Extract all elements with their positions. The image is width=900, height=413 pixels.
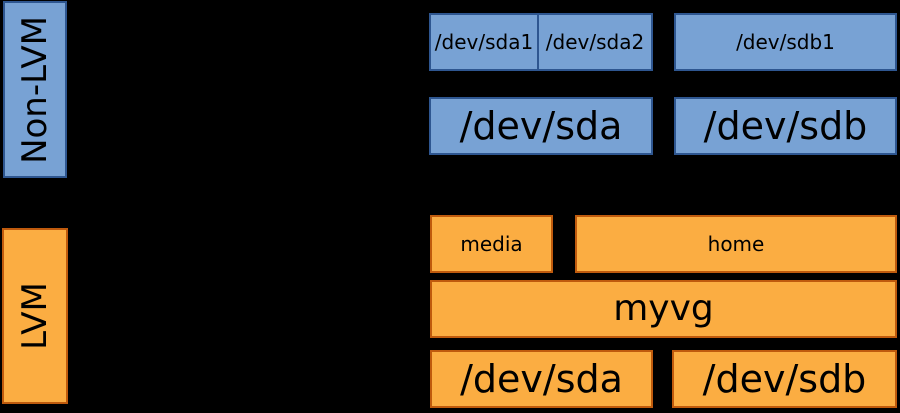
physical-volume-label: /dev/sda [460,357,623,401]
logical-volume-label: media [460,232,523,256]
volume-group-box-myvg: myvg [430,280,897,338]
logical-volume-box-media: media [430,215,553,273]
physical-volume-label: /dev/sdb [702,357,867,401]
non-lvm-section-label: Non-LVM [3,1,67,178]
partition-box-sda1: /dev/sda1 [429,13,539,71]
non-lvm-section-label-text: Non-LVM [15,15,56,164]
physical-volume-box-sdb: /dev/sdb [672,350,897,408]
logical-volume-label: home [707,232,765,256]
logical-volume-box-home: home [575,215,897,273]
disk-label: /dev/sdb [703,104,868,148]
partition-label: /dev/sda2 [545,30,645,54]
partition-label: /dev/sdb1 [736,30,835,54]
partition-label: /dev/sda1 [434,30,534,54]
disk-label: /dev/sda [459,104,623,148]
partition-box-sda2: /dev/sda2 [537,13,653,71]
disk-box-sda: /dev/sda [429,97,653,155]
lvm-section-label: LVM [2,228,68,404]
lvm-section-label-text: LVM [15,282,55,350]
physical-volume-box-sda: /dev/sda [430,350,653,408]
disk-box-sdb: /dev/sdb [674,97,897,155]
partition-box-sdb1: /dev/sdb1 [674,13,897,71]
volume-group-label: myvg [613,288,714,329]
